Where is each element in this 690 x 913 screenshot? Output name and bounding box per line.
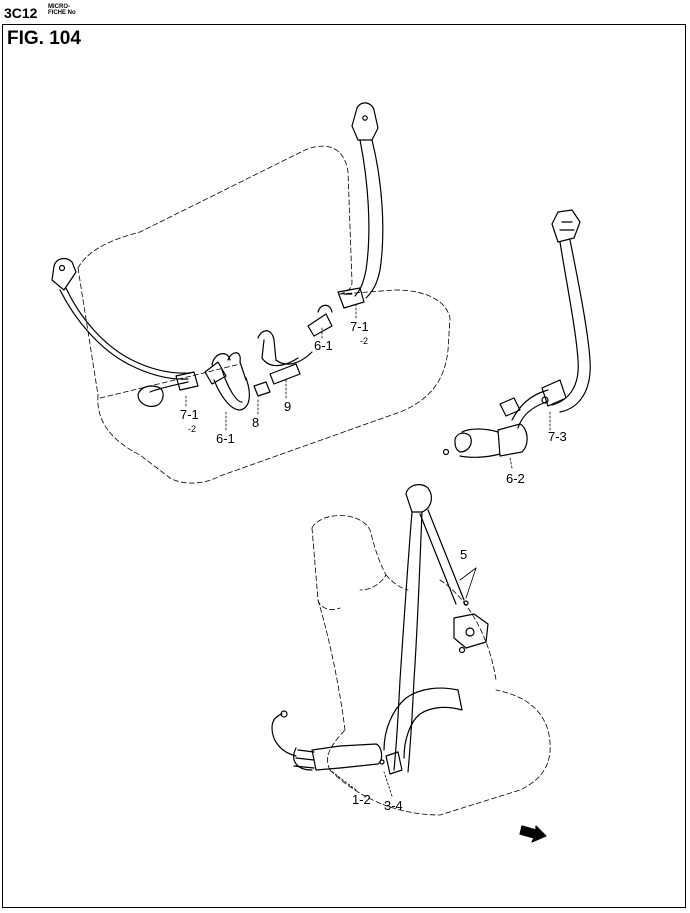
callout-7-1-rear-left: 7-1 -2 xyxy=(180,407,199,434)
rear-right-retractor xyxy=(442,209,591,458)
front-direction-arrow-icon xyxy=(519,825,547,843)
callout-7-3: 7-3 xyxy=(548,429,567,444)
callout-8: 8 xyxy=(252,415,260,430)
callout-6-1-left: 6-1 xyxy=(216,431,235,446)
microfiche-label: MICRO- FICHE No xyxy=(48,4,76,16)
callout-5: 5 xyxy=(460,547,468,562)
callout-9: 9 xyxy=(284,399,292,414)
figure-frame xyxy=(2,24,686,908)
callout-6-2: 6-2 xyxy=(506,471,525,486)
callout-7-1-rear-right: 7-1 -2 xyxy=(350,319,369,346)
figure-title: FIG. 104 xyxy=(7,28,81,49)
callout-1-2: 1-2 xyxy=(352,792,371,807)
leader-lines xyxy=(185,303,551,797)
center-buckles xyxy=(204,304,333,411)
rear-right-belt xyxy=(337,102,384,309)
callout-6-1-center: 6-1 xyxy=(314,338,333,353)
callout-3-4: 3-4 xyxy=(384,798,403,813)
rear-seat-outline xyxy=(77,145,451,484)
front-seat-outline xyxy=(311,515,551,816)
front-belt xyxy=(271,484,489,775)
rear-left-belt xyxy=(51,257,199,407)
catalog-code: 3C12 xyxy=(4,5,38,21)
